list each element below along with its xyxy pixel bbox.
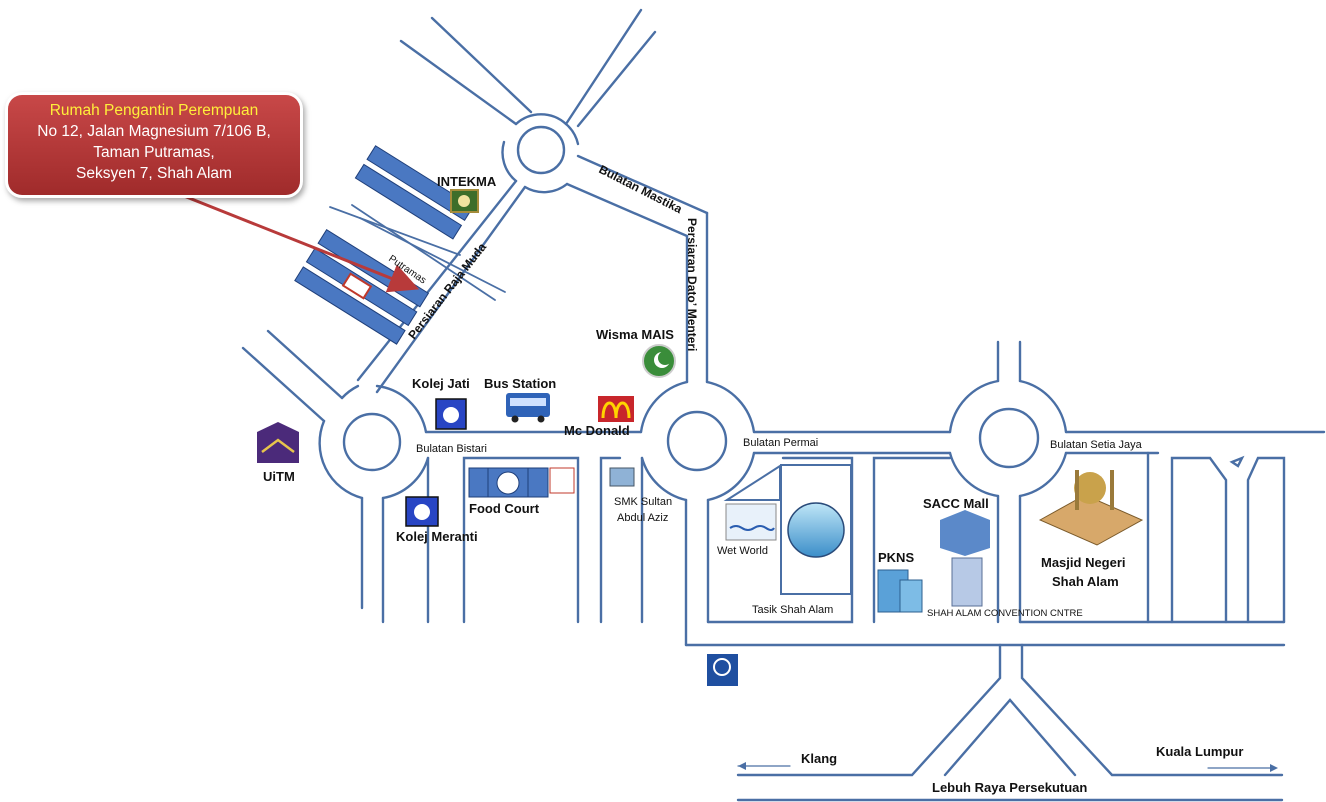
roundabout-mastika (399, 8, 709, 238)
label-bulatan-bistari: Bulatan Bistari (416, 443, 487, 455)
label-kolej-jati: Kolej Jati (412, 376, 470, 391)
callout-address-line1: No 12, Jalan Magnesium 7/106 B, (37, 123, 271, 140)
persiaran-raja-muda-road (356, 179, 527, 394)
persiaran-dato-menteri-road (685, 211, 709, 384)
convention-centre-icon (951, 557, 983, 607)
destination-callout: Rumah Pengantin Perempuan No 12, Jalan M… (8, 95, 300, 195)
sirim-logo-icon (707, 654, 738, 686)
label-sacc-mall: SACC Mall (923, 496, 989, 511)
pakistan-flag-icon (642, 344, 676, 378)
roundabout-permai (639, 380, 952, 647)
kolej-jati-icon (435, 398, 467, 430)
food-court-blocks (468, 467, 575, 498)
label-klang: Klang (801, 751, 837, 766)
callout-title: Rumah Pengantin Perempuan (49, 102, 259, 119)
smk-school-icon (609, 467, 635, 487)
label-bulatan-permai: Bulatan Permai (743, 437, 818, 449)
kolej-meranti-icon (405, 496, 439, 527)
intekma-icon (450, 189, 479, 213)
label-masjid-line2: Shah Alam (1052, 574, 1119, 589)
left-diagonal-roads (241, 329, 344, 423)
mosque-icon (1038, 470, 1144, 546)
label-wet-world: Wet World (717, 545, 768, 557)
housing-blocks (294, 145, 474, 345)
label-smk-line1: SMK Sultan (614, 496, 672, 508)
wet-world-icon (723, 464, 852, 595)
label-tasik-shah-alam: Tasik Shah Alam (752, 604, 833, 616)
label-convention-centre: SHAH ALAM CONVENTION CNTRE (927, 608, 1083, 619)
label-food-court: Food Court (469, 501, 540, 516)
roundabout-bistari (318, 384, 643, 624)
label-mc-donald: Mc Donald (564, 423, 630, 438)
house-marker (341, 272, 373, 300)
callout-address-line2: Taman Putramas, (93, 144, 215, 161)
label-pkns: PKNS (878, 550, 914, 565)
label-lebuh-raya: Lebuh Raya Persekutuan (932, 780, 1087, 795)
callout-arrow (183, 194, 420, 293)
pkns-building-icon (877, 569, 923, 613)
label-intekma: INTEKMA (437, 174, 497, 189)
label-bulatan-setia-jaya: Bulatan Setia Jaya (1050, 439, 1143, 451)
mcdonalds-icon (598, 396, 634, 422)
label-masjid-line1: Masjid Negeri (1041, 555, 1126, 570)
label-uitm: UiTM (263, 469, 295, 484)
label-wisma-mais: Wisma MAIS (596, 327, 674, 342)
roundabout-setia-jaya (948, 340, 1326, 624)
putramas-lines (329, 204, 506, 301)
label-kuala-lumpur: Kuala Lumpur (1156, 744, 1243, 759)
lake-icon (787, 502, 845, 558)
bus-icon (506, 393, 550, 423)
highway-junction (736, 643, 1284, 802)
label-bulatan-mastika: Bulatan Mastika (597, 162, 685, 216)
label-bus-station: Bus Station (484, 376, 556, 391)
label-smk-line2: Abdul Aziz (617, 512, 668, 524)
label-kolej-meranti: Kolej Meranti (396, 529, 478, 544)
callout-address-line3: Seksyen 7, Shah Alam (76, 165, 232, 182)
sacc-mall-icon (940, 510, 990, 556)
label-persiaran-dato-menteri: Persiaran Dato’ Menteri (685, 218, 699, 351)
city-blocks (462, 451, 1286, 647)
uitm-logo-icon (257, 422, 299, 463)
